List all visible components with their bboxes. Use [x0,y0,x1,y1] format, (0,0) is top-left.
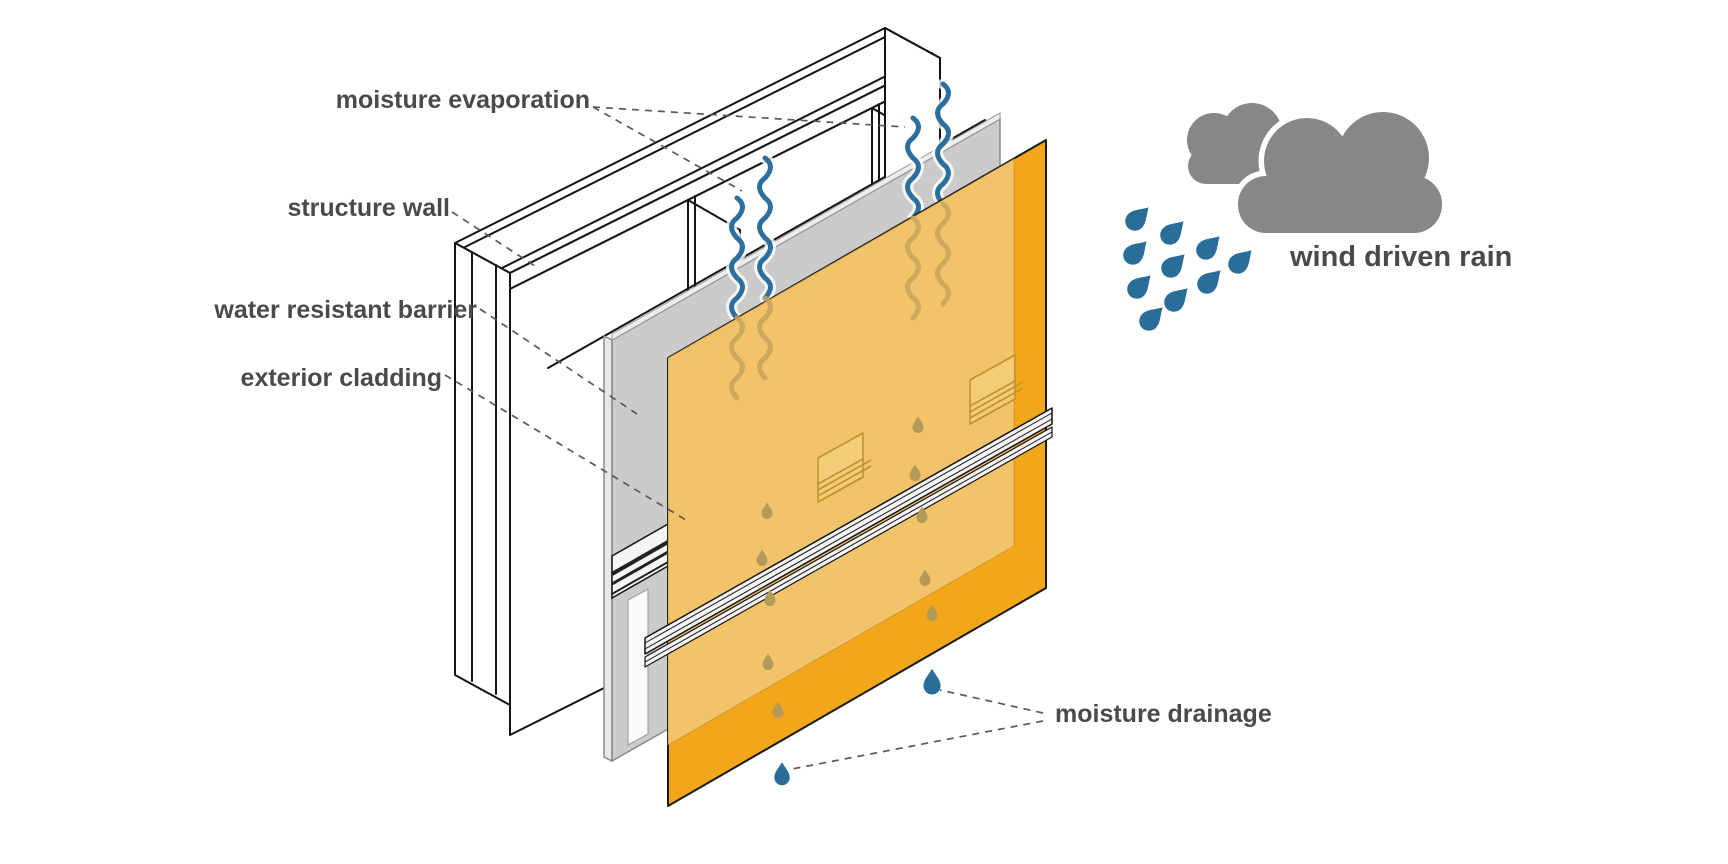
weep-drop-icon [912,416,924,433]
water-drop-icon [923,668,941,695]
rain-drops-icon [1123,207,1252,331]
leader-moisture-evaporation [592,106,906,128]
louver-vent-icon [817,432,872,503]
weep-drop-icon [926,604,938,621]
weep-drop-icon [916,506,928,523]
cloud-icon [1238,112,1442,233]
weep-drop-icon [756,549,768,566]
leader-exterior-cladding [444,374,687,521]
weep-drop-icon [764,589,776,606]
leader-structure-wall [451,211,536,267]
leader-moisture-drainage [939,689,1044,714]
evaporation-wave-hidden [729,201,951,401]
weep-vent-barrier [611,522,669,746]
furring-strip [627,588,649,746]
joint-flashing [644,407,1053,668]
label-structure-wall: structure wall [287,194,450,222]
leader-water-resistant-barrier [479,308,641,417]
louver-vent-icon [969,354,1024,425]
weep-drop-icon [762,653,774,670]
label-water-resistant-barrier: water resistant barrier [213,296,477,324]
leader-lines [444,106,1044,770]
weep-drop-icon [761,502,773,519]
label-moisture-evaporation: moisture evaporation [336,86,590,114]
weep-drop-icon [772,701,784,718]
leader-moisture-drainage [791,720,1044,770]
barrier-top-edge [611,112,1001,341]
drainage-drops [774,668,941,786]
water-drop-icon [774,762,790,786]
evaporation-wave-icon [729,81,951,321]
leader-moisture-evaporation [592,106,743,192]
weep-drop-icon [919,569,931,586]
cladding-vents [817,354,1024,503]
label-moisture-drainage: moisture drainage [1055,700,1272,728]
weep-drops [756,416,938,718]
labels: moisture evaporation structure wall wate… [213,86,1512,728]
label-exterior-cladding: exterior cladding [241,364,442,392]
barrier-edge [603,334,613,763]
label-wind-driven-rain: wind driven rain [1289,241,1512,273]
weep-drop-icon [909,464,921,481]
weather [1123,103,1448,331]
